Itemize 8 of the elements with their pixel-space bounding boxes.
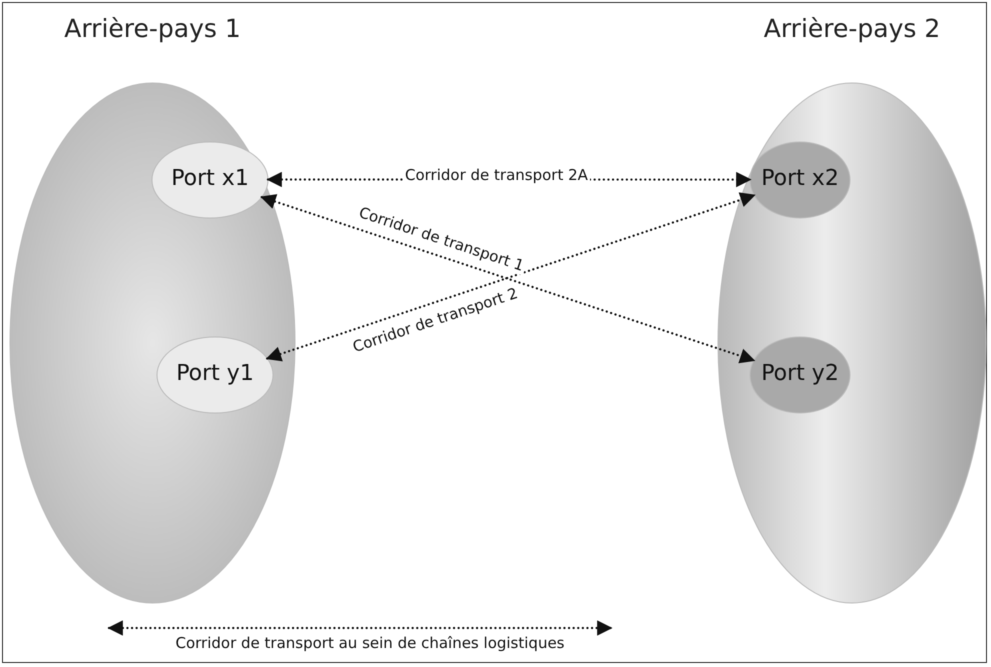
edge-label: Corridor de transport 2A — [403, 167, 590, 184]
port-label: Port y1 — [175, 361, 255, 386]
port-label: Port x1 — [170, 166, 250, 191]
port-label: Port x2 — [760, 166, 840, 191]
port-label: Port y2 — [760, 361, 840, 386]
region-title: Arrière-pays 1 — [63, 14, 242, 43]
region-title: Arrière-pays 2 — [762, 14, 942, 43]
legend-text: Corridor de transport au sein de chaînes logistiques — [174, 634, 566, 652]
